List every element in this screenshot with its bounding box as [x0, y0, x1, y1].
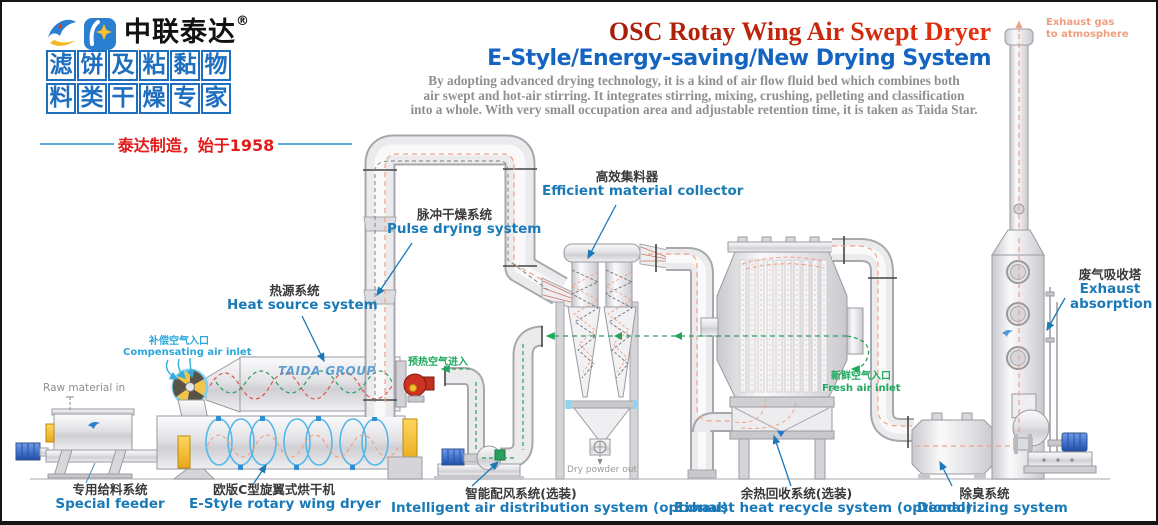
heat-source-en: Heat source system [227, 297, 378, 313]
spray-pipes [1045, 287, 1058, 460]
description-line: into a whole. With very small occupation… [410, 102, 978, 117]
exchanger-tubes [739, 259, 828, 393]
heat-exchanger [700, 236, 914, 480]
absorption-label: 废气吸收塔 Exhaust absorption [1070, 267, 1153, 313]
page-title: OSC Rotay Wing Air Swept Dryer [397, 18, 991, 46]
intelligent-air-cn: 智能配风系统(选装) [465, 486, 577, 501]
exhaust-gas-line1: Exhaust gas [1046, 17, 1115, 28]
slogan-char: 燥 [139, 83, 169, 114]
absorption-en2: absorption [1070, 296, 1153, 313]
title-block: OSC Rotay Wing Air Swept Dryer E-Style/E… [397, 18, 991, 118]
brand-tagline: 泰达制造，始于1958 [40, 132, 353, 156]
slogan-char: 专 [170, 83, 200, 114]
exhaust-gas-line2: to atmosphere [1046, 29, 1129, 40]
special-feeder-en: Special feeder [55, 496, 165, 512]
compensating-air-cn: 补偿空气入口 [149, 336, 209, 347]
collector-en: Efficient material collector [542, 183, 744, 199]
cyclone-spirals [571, 269, 633, 379]
deodorizing-label: 除臭系统 Deodorizing system [917, 486, 1068, 516]
flow-lines [66, 20, 1023, 459]
page-subtitle: E-Style/Energy-saving/New Drying System [487, 46, 991, 71]
burner-icon [403, 373, 435, 403]
preheated-air-label: 预热空气进入 [408, 357, 468, 368]
raw-material-label: Raw material in [43, 382, 126, 394]
tagline-rule-right [278, 143, 353, 145]
registered-mark: ® [236, 14, 249, 29]
coil-dots [216, 416, 377, 470]
tagline-text: 泰达制造，始于1958 [117, 136, 275, 155]
heat-recycle-label: 余热回收系统(选装) Exhaust heat recycle system (… [674, 486, 972, 516]
cyclone-collector [555, 243, 735, 480]
pulse-drying-pipe [363, 134, 573, 417]
dry-powder-label: Dry powder out [567, 465, 637, 475]
exhaust-gas-label: Exhaust gas to atmosphere [1046, 17, 1129, 41]
description-line: air swept and hot-air stirring. It integ… [423, 87, 965, 103]
brand-slogan-row1: 滤 饼 及 粘 黏 物 [46, 50, 231, 81]
rotary-dryer-label: 欧版C型旋翼式烘干机 E-Style rotary wing dryer [189, 482, 381, 512]
air-distribution-fan [434, 325, 544, 480]
absorption-tower [991, 28, 1097, 480]
fresh-air-cn: 新鲜空气入口 [831, 371, 891, 382]
brand-logo-icon [48, 18, 116, 50]
rotary-dryer-en: E-Style rotary wing dryer [189, 496, 381, 512]
taida-watermark: TAIDA GROUP [278, 364, 376, 378]
slogan-char: 干 [108, 83, 138, 114]
slogan-char: 饼 [77, 50, 107, 81]
brand-name: 中联泰达 [124, 17, 236, 48]
fresh-air-label: 新鲜空气入口 Fresh air inlet [822, 371, 901, 394]
deodorizing-en: Deodorizing system [917, 500, 1068, 516]
compensating-fan-icon [171, 368, 209, 406]
compensating-air-en: Compensating air inlet [123, 347, 252, 359]
rotary-dryer-cn: 欧版C型旋翼式烘干机 [213, 482, 335, 497]
absorption-en1: Exhaust [1079, 281, 1141, 297]
description-line: By adopting advanced drying technology, … [428, 73, 960, 88]
collector-cn: 高效集料器 [595, 169, 659, 184]
slogan-char: 料 [46, 83, 76, 114]
heat-recycle-en: Exhaust heat recycle system (optional) [674, 500, 972, 516]
compensating-air-label: 补偿空气入口 Compensating air inlet [123, 336, 252, 359]
rotary-dryer-machine [156, 415, 423, 480]
exhaust-fan [1011, 393, 1097, 474]
special-feeder-label: 专用给料系统 Special feeder [45, 483, 175, 512]
deodorizing-cn: 除臭系统 [959, 486, 1010, 501]
tagline-rule-left [40, 143, 114, 145]
tower-portholes [1006, 260, 1030, 370]
label-arrows [85, 204, 1066, 487]
slogan-char: 及 [108, 50, 138, 81]
collector-label: 高效集料器 Efficient material collector [542, 169, 744, 199]
heat-source-cn: 热源系统 [269, 283, 320, 298]
description-paragraph: By adopting advanced drying technology, … [397, 73, 991, 118]
heat-recycle-cn: 余热回收系统(选装) [740, 486, 853, 501]
brand-slogan-row2: 料 类 干 燥 专 家 [46, 83, 231, 114]
slogan-char: 黏 [170, 50, 200, 81]
special-feeder-cn: 专用给料系统 [72, 482, 148, 497]
slogan-char: 家 [201, 83, 231, 114]
slogan-char: 类 [77, 83, 107, 114]
slogan-char: 滤 [46, 50, 76, 81]
intelligent-air-en: Intelligent air distribution system (opt… [391, 500, 729, 516]
slogan-char: 物 [201, 50, 231, 81]
brand-header: 中联泰达 ® [46, 14, 249, 54]
pulse-drying-cn: 脉冲干燥系统 [416, 207, 492, 222]
intelligent-air-label: 智能配风系统(选装) Intelligent air distribution … [391, 486, 729, 516]
heat-source-label: 热源系统 Heat source system [227, 283, 378, 313]
absorption-cn: 废气吸收塔 [1078, 267, 1142, 282]
fresh-air-en: Fresh air inlet [822, 382, 901, 394]
slogan-char: 粘 [139, 50, 169, 81]
pulse-drying-en: Pulse drying system [387, 221, 542, 237]
pulse-drying-label: 脉冲干燥系统 Pulse drying system [387, 207, 542, 237]
